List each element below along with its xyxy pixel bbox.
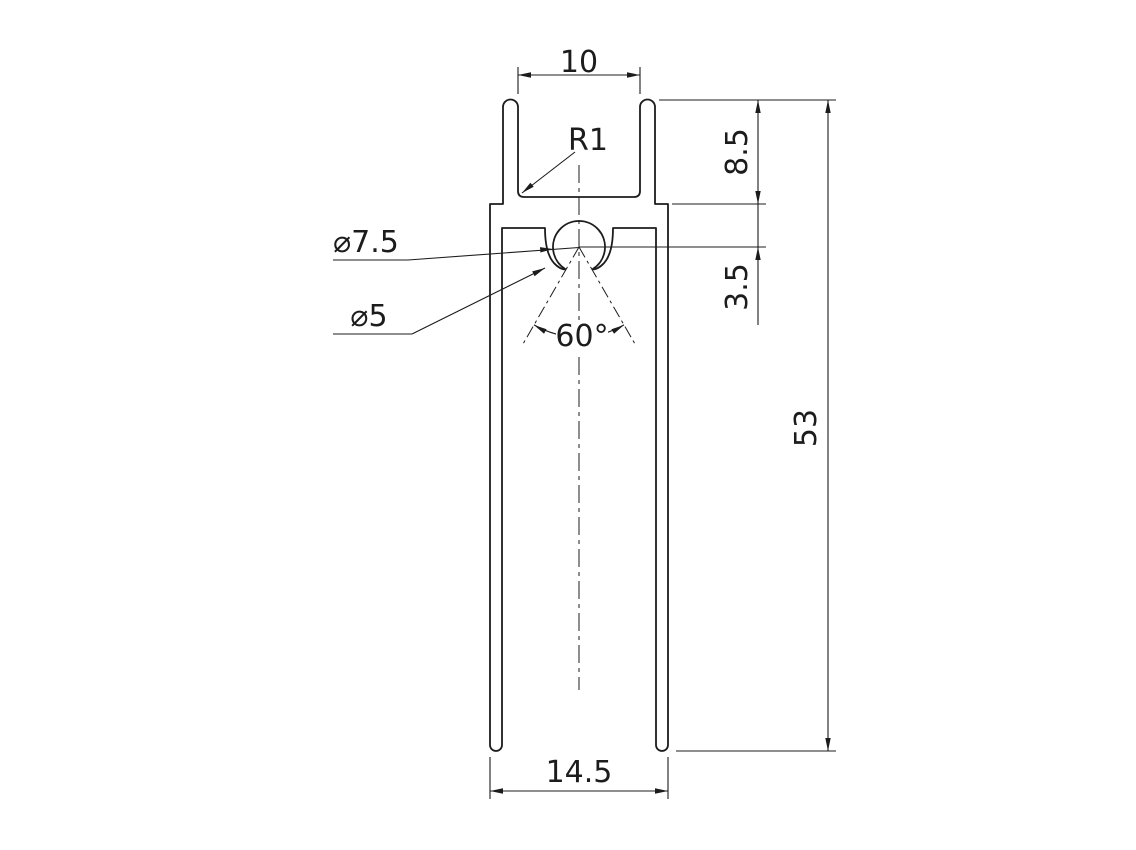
dim-arrow <box>518 72 531 78</box>
dimension-bottom-width: 14.5 <box>489 755 669 799</box>
dim-bottom-width-label: 14.5 <box>546 755 613 790</box>
dim-arrow <box>490 788 503 794</box>
dimension-bore-diameter: ⌀7.5 <box>333 225 580 261</box>
leader-line <box>411 267 546 335</box>
dimension-top-width: 10 <box>517 45 641 94</box>
dim-arrow <box>522 182 534 193</box>
dim-bore-diameter-label: ⌀7.5 <box>333 225 399 260</box>
slot-angle-line-right <box>578 246 637 347</box>
dim-height-mid-segment-label: 3.5 <box>720 263 755 311</box>
profile-outline-group <box>489 98 669 752</box>
dimension-total-height: 53 <box>676 100 836 752</box>
label-mask <box>556 322 608 352</box>
dimension-height-mid-segment: 3.5 <box>579 204 766 325</box>
dim-corner-radius-label: R1 <box>568 123 608 158</box>
dim-arrow <box>532 268 545 277</box>
dimension-height-top-segment: 8.5 <box>659 99 836 205</box>
dim-height-top-segment-label: 8.5 <box>720 128 755 176</box>
dim-arrow <box>755 191 761 204</box>
dim-arrow <box>627 72 640 78</box>
dim-arrow <box>540 247 553 253</box>
dim-slot-angle-label: 60° <box>555 319 608 354</box>
profile-outline <box>489 98 669 752</box>
slot-angle-line-left <box>521 246 580 347</box>
dim-arrow <box>611 325 624 334</box>
dimension-slot-angle: 60° <box>533 319 625 354</box>
dim-arrow <box>755 247 761 260</box>
dim-slot-diameter-label: ⌀5 <box>350 299 387 334</box>
dim-total-height-label: 53 <box>789 409 824 447</box>
dimension-corner-radius: R1 <box>521 123 608 194</box>
dim-arrow <box>655 788 668 794</box>
dim-arrow <box>755 100 761 113</box>
dim-arrow <box>534 325 547 334</box>
centerlines-group <box>521 165 637 690</box>
dim-top-width-label: 10 <box>560 45 598 80</box>
dimension-slot-diameter: ⌀5 <box>333 267 546 335</box>
dim-arrow <box>825 100 831 113</box>
dim-arrow <box>825 738 831 751</box>
